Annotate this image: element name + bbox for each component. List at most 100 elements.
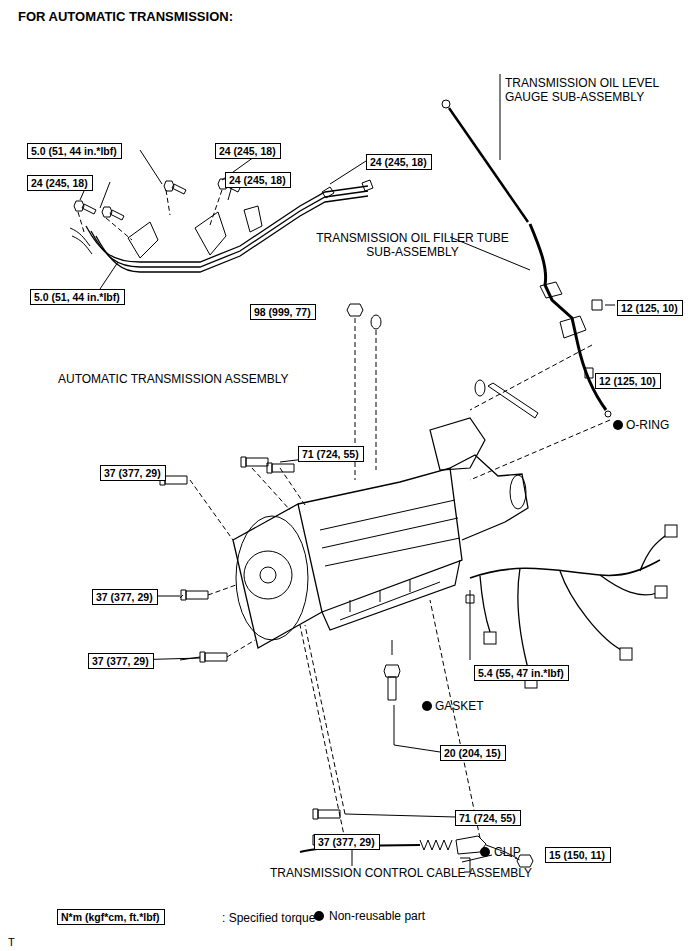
part-label: TRANSMISSION CONTROL CABLE ASSEMBLY bbox=[270, 866, 532, 880]
torque-box: 20 (204, 15) bbox=[440, 745, 506, 761]
connector bbox=[484, 632, 496, 644]
torque-value: 5.0 (51, 44 in.*lbf) bbox=[34, 291, 121, 303]
bolt bbox=[102, 207, 124, 220]
torque-box: 24 (245, 18) bbox=[215, 143, 281, 159]
title: FOR AUTOMATIC TRANSMISSION: bbox=[18, 10, 233, 24]
gauge-handle bbox=[442, 100, 450, 108]
torque-value: 37 (377, 29) bbox=[96, 591, 154, 603]
connector bbox=[620, 648, 632, 660]
torque-box: 71 (724, 55) bbox=[298, 446, 364, 462]
part-label: : Specified torque bbox=[222, 911, 315, 925]
leader-line bbox=[352, 848, 353, 866]
legend-item: Non-reusable part bbox=[314, 909, 425, 923]
wire-harness bbox=[470, 560, 660, 578]
tube-bracket bbox=[244, 206, 262, 232]
torque-value: 24 (245, 18) bbox=[229, 174, 287, 186]
output-flange bbox=[510, 475, 526, 509]
torque-box: 5.0 (51, 44 in.*lbf) bbox=[30, 289, 125, 305]
leader-line bbox=[394, 705, 440, 752]
leader-line bbox=[470, 590, 471, 660]
bolt bbox=[466, 595, 474, 603]
tube-bracket bbox=[540, 282, 586, 338]
torque-box: 5.0 (51, 44 in.*lbf) bbox=[27, 143, 122, 159]
torque-value: 37 (377, 29) bbox=[104, 467, 162, 479]
washer bbox=[475, 380, 485, 396]
part-label: T bbox=[8, 935, 15, 949]
torque-value: 37 (377, 29) bbox=[92, 655, 150, 667]
drain-plug bbox=[384, 640, 400, 700]
part-label: O-RING bbox=[626, 418, 669, 432]
dashed-line bbox=[430, 600, 520, 860]
bolt bbox=[200, 652, 227, 662]
leader-line bbox=[500, 74, 501, 160]
washer bbox=[371, 315, 381, 329]
torque-value: 71 (724, 55) bbox=[459, 812, 517, 824]
torque-box: 71 (724, 55) bbox=[455, 810, 521, 826]
torque-box: 15 (150, 11) bbox=[545, 847, 611, 863]
torque-value: 20 (204, 15) bbox=[444, 747, 502, 759]
part-label: AUTOMATIC TRANSMISSION ASSEMBLY bbox=[58, 372, 289, 386]
torque-box: 24 (245, 18) bbox=[225, 172, 291, 188]
torque-box: 12 (125, 10) bbox=[595, 373, 661, 389]
torque-value: 98 (999, 77) bbox=[254, 306, 312, 318]
bolt bbox=[488, 383, 538, 418]
legend-text: Non-reusable part bbox=[329, 909, 425, 923]
cable-spring bbox=[420, 840, 452, 850]
tube-bracket bbox=[128, 222, 158, 258]
torque-box: 37 (377, 29) bbox=[314, 834, 380, 850]
leader-line bbox=[80, 150, 366, 289]
leader-line bbox=[130, 452, 456, 841]
torque-box: 98 (999, 77) bbox=[250, 304, 316, 320]
torque-box: 5.4 (55, 47 in.*lbf) bbox=[474, 665, 569, 681]
non-reusable-mark bbox=[480, 847, 490, 857]
torque-value: 12 (125, 10) bbox=[621, 302, 679, 314]
torque-value: 24 (245, 18) bbox=[31, 177, 89, 189]
o-ring bbox=[605, 411, 611, 417]
bell-housing bbox=[236, 516, 308, 640]
bell-housing bbox=[233, 504, 322, 648]
nut bbox=[486, 845, 533, 867]
torque-value: 37 (377, 29) bbox=[318, 836, 376, 848]
torque-box: 24 (245, 18) bbox=[366, 154, 432, 170]
torque-box: 37 (377, 29) bbox=[92, 589, 158, 605]
hose bbox=[70, 228, 92, 254]
extension-housing bbox=[450, 455, 528, 540]
bolt bbox=[74, 201, 96, 214]
bolt bbox=[181, 590, 208, 600]
torque-converter bbox=[244, 551, 292, 599]
bolt bbox=[241, 457, 268, 467]
torque-value: 71 (724, 55) bbox=[302, 448, 360, 460]
part-label: GASKET bbox=[435, 699, 484, 713]
oil-pan bbox=[340, 580, 440, 620]
torque-converter bbox=[260, 567, 276, 583]
torque-box: N*m (kgf*cm, ft.*lbf) bbox=[57, 909, 165, 925]
torque-value: 15 (150, 11) bbox=[549, 849, 607, 861]
torque-value: 5.0 (51, 44 in.*lbf) bbox=[31, 145, 118, 157]
legend-swatch bbox=[314, 911, 324, 921]
part-label: TRANSMISSION OIL LEVEL GAUGE SUB-ASSEMBL… bbox=[505, 76, 687, 104]
oil-level-gauge bbox=[449, 108, 528, 222]
wire-harness bbox=[480, 532, 670, 676]
torque-box: 24 (245, 18) bbox=[27, 175, 93, 191]
part-label: CLIP bbox=[494, 845, 521, 859]
torque-value: N*m (kgf*cm, ft.*lbf) bbox=[61, 911, 161, 923]
case-rib bbox=[320, 500, 460, 566]
torque-value: 24 (245, 18) bbox=[219, 145, 277, 157]
tube-fitting bbox=[322, 180, 373, 198]
dashed-line bbox=[355, 318, 610, 480]
dashed-line bbox=[190, 468, 345, 840]
part-label: TRANSMISSION OIL FILLER TUBE SUB-ASSEMBL… bbox=[310, 231, 515, 259]
bolt bbox=[164, 181, 186, 194]
dashed-line bbox=[78, 190, 222, 240]
bolt bbox=[313, 809, 340, 819]
torque-box: 37 (377, 29) bbox=[100, 465, 166, 481]
nut bbox=[347, 304, 363, 316]
torque-value: 24 (245, 18) bbox=[370, 156, 428, 168]
non-reusable-mark bbox=[422, 701, 432, 711]
transfer-adapter bbox=[430, 418, 485, 470]
bolt bbox=[585, 300, 615, 378]
torque-box: 37 (377, 29) bbox=[88, 653, 154, 669]
connector bbox=[655, 586, 667, 598]
tube-bracket bbox=[195, 212, 226, 255]
oil-pan bbox=[322, 560, 460, 630]
